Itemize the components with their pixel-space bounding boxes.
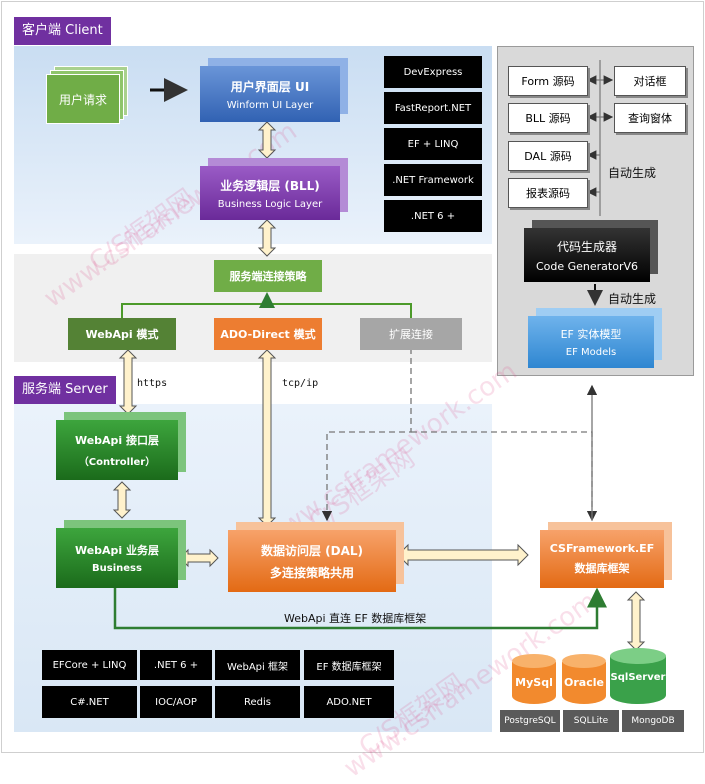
db-tag-mongodb: MongoDB xyxy=(622,710,684,732)
ef-framework-sub: 数据库框架 xyxy=(574,562,630,575)
client-tag-devexpress: DevExpress xyxy=(384,56,482,88)
ui-layer: 用户界面层 UI Winform UI Layer xyxy=(200,66,340,122)
dal-sub: 多连接策略共用 xyxy=(269,565,354,580)
bll-layer-sub: Business Logic Layer xyxy=(217,198,323,210)
mode-ado: ADO-Direct 模式 xyxy=(214,318,322,350)
client-tag-netframework: .NET Framework xyxy=(384,164,482,196)
doc-dialog: 对话框 xyxy=(614,66,686,96)
db-sqlserver: SqlServer xyxy=(610,648,666,704)
bll-layer: 业务逻辑层 (BLL) Business Logic Layer xyxy=(200,166,340,220)
business-sub: Business xyxy=(92,563,142,574)
server-tag-net6: .NET 6 + xyxy=(140,650,212,680)
ui-layer-title: 用户界面层 UI xyxy=(230,79,310,94)
mode-ext: 扩展连接 xyxy=(360,318,462,350)
bll-layer-title: 业务逻辑层 (BLL) xyxy=(220,178,320,193)
protocol-tcp: tcp/ip xyxy=(282,378,319,389)
connector-lines xyxy=(112,60,646,651)
client-tag-fastreport: FastReport.NET xyxy=(384,92,482,124)
dal-layer: 数据访问层 (DAL) 多连接策略共用 xyxy=(228,530,396,592)
dal-title: 数据访问层 (DAL) xyxy=(260,543,364,558)
server-tag-ioc: IOC/AOP xyxy=(140,686,212,718)
code-generator-title: 代码生成器 xyxy=(556,239,617,254)
protocol-https: https xyxy=(137,378,168,389)
db-tag-postgresql: PostgreSQL xyxy=(500,710,560,732)
doc-query-form: 查询窗体 xyxy=(614,103,686,133)
doc-dal-source: DAL 源码 xyxy=(508,141,588,171)
server-tag-ef: EF 数据库框架 xyxy=(304,650,394,680)
db-sqlserver-label: SqlServer xyxy=(610,672,666,683)
user-request-doc: 用户请求 xyxy=(46,66,128,124)
mode-webapi: WebApi 模式 xyxy=(68,318,176,350)
server-tag-webapi: WebApi 框架 xyxy=(215,650,300,680)
ef-models-sub: EF Models xyxy=(565,347,617,358)
auto-gen-label-1: 自动生成 xyxy=(608,166,657,180)
csframework-ef: CSFramework.EF 数据库框架 xyxy=(540,530,664,588)
db-mysql-label: MySql xyxy=(515,676,553,689)
code-generator-sub: Code GeneratorV6 xyxy=(535,259,639,273)
client-label: 客户端 Client xyxy=(14,17,111,45)
db-mysql: MySql xyxy=(512,654,556,704)
db-tag-sqllite: SQLLite xyxy=(563,710,619,732)
ef-models-title: EF 实体模型 xyxy=(560,328,622,341)
db-oracle: Oracle xyxy=(562,654,606,704)
db-oracle-label: Oracle xyxy=(564,676,604,689)
doc-form-source: Form 源码 xyxy=(508,66,588,96)
webapi-controller: WebApi 接口层 （Controller） xyxy=(56,420,178,480)
client-tag-net6: .NET 6 + xyxy=(384,200,482,232)
ef-models: EF 实体模型 EF Models xyxy=(528,316,654,368)
client-tag-ef-linq: EF + LINQ xyxy=(384,128,482,160)
user-request-label: 用户请求 xyxy=(46,74,120,124)
server-label: 服务端 Server xyxy=(14,376,116,404)
diagram-frame xyxy=(1,1,704,753)
server-tag-adonet: ADO.NET xyxy=(304,686,394,718)
doc-report-source: 报表源码 xyxy=(508,178,588,208)
strategy-box: 服务端连接策略 xyxy=(214,260,322,292)
server-tag-efcore: EFCore + LINQ xyxy=(42,650,137,680)
server-tag-redis: Redis xyxy=(215,686,300,718)
controller-title: WebApi 接口层 xyxy=(74,434,160,447)
server-tag-csharp: C#.NET xyxy=(42,686,137,718)
business-title: WebApi 业务层 xyxy=(74,544,160,557)
code-generator: 代码生成器 Code GeneratorV6 xyxy=(524,228,650,282)
ui-layer-sub: Winform UI Layer xyxy=(226,99,314,111)
direct-link-label: WebApi 直连 EF 数据库框架 xyxy=(284,612,427,625)
ef-framework-title: CSFramework.EF xyxy=(549,542,655,555)
auto-gen-label-2: 自动生成 xyxy=(608,292,657,306)
webapi-business: WebApi 业务层 Business xyxy=(56,528,178,588)
controller-sub: （Controller） xyxy=(78,457,156,468)
doc-bll-source: BLL 源码 xyxy=(508,103,588,133)
